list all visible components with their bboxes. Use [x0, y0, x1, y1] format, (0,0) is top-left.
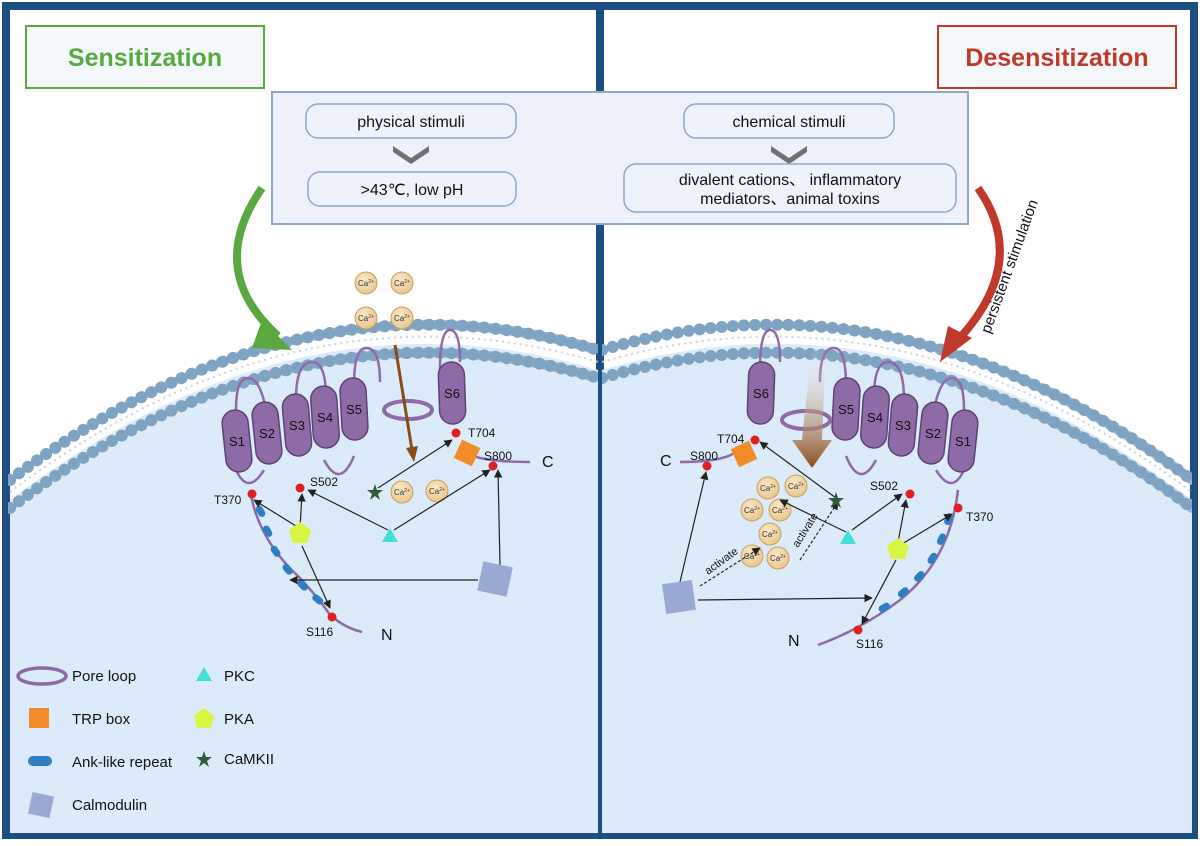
svg-text:Ca2+: Ca2+ [429, 487, 445, 496]
left-channel: S1 S2 S3 S4 S5 S6 Ca2+ Ca2+ Ca2+ Ca2+ Ca… [214, 271, 554, 644]
calmodulin-icon [477, 561, 513, 597]
ank-repeat-icon [28, 756, 52, 766]
svg-text:Ca2+: Ca2+ [772, 506, 788, 515]
pka-icon [887, 538, 909, 559]
svg-text:Ca2+: Ca2+ [394, 488, 410, 497]
segment-label: S1 [229, 434, 245, 449]
physical-stimuli-detail: >43℃, low pH [361, 182, 464, 199]
svg-text:Ca2+: Ca2+ [760, 484, 776, 493]
legend-camkii: CaMKII [224, 751, 274, 768]
ion-influx-arrow [393, 344, 414, 451]
sensitization-title-box: Sensitization [25, 25, 265, 89]
desensitization-title: Desensitization [965, 44, 1148, 72]
pka-icon [194, 708, 214, 728]
segment-label: S3 [895, 418, 911, 433]
chevron-down-icon [771, 146, 807, 164]
camkii-icon [367, 484, 383, 500]
chevron-down-icon [393, 146, 429, 164]
c-terminus-label: C [542, 454, 554, 471]
site-label: S502 [870, 479, 898, 493]
chemical-detail-line2: mediators、animal toxins [700, 191, 880, 208]
pka-icon [289, 522, 311, 543]
legend: Pore loop TRP box Ank-like repeat Calmod… [16, 666, 274, 819]
site-label: S800 [484, 449, 512, 463]
site-label: T370 [966, 510, 994, 524]
pore-loop-icon [16, 666, 68, 686]
calcium-ions: Ca2+ Ca2+ Ca2+ Ca2+ Ca2+ Ca2+ Ca2+ [740, 474, 808, 570]
pkc-icon [196, 667, 212, 681]
sensitization-title: Sensitization [68, 44, 222, 72]
segment-label: S2 [925, 426, 941, 441]
camkii-icon [828, 492, 844, 508]
pkc-icon [840, 530, 856, 544]
segment-label: S3 [289, 418, 305, 433]
site-label: S116 [856, 637, 883, 651]
legend-pka: PKA [224, 711, 254, 728]
svg-text:Ca2+: Ca2+ [358, 279, 374, 288]
segment-label: S6 [444, 386, 460, 401]
svg-text:Ca2+: Ca2+ [358, 314, 374, 323]
segment-label: S4 [317, 410, 333, 425]
svg-text:Ca2+: Ca2+ [394, 279, 410, 288]
svg-text:Ca2+: Ca2+ [770, 554, 786, 563]
legend-pkc: PKC [224, 668, 255, 685]
legend-calmodulin: Calmodulin [72, 797, 147, 814]
segment-label: S2 [259, 426, 275, 441]
center-divider [596, 6, 604, 835]
svg-text:Ca2+: Ca2+ [762, 530, 778, 539]
site-label: S800 [690, 449, 718, 463]
site-label: T370 [214, 493, 242, 507]
pkc-icon [382, 528, 398, 542]
red-curved-arrow [940, 185, 1004, 362]
segment-label: S1 [955, 434, 971, 449]
physical-stimuli-label: physical stimuli [357, 114, 465, 131]
desensitization-title-box: Desensitization [937, 25, 1177, 89]
chemical-stimuli-label: chemical stimuli [733, 114, 846, 131]
green-curved-arrow [233, 185, 292, 350]
trp-box-icon [730, 440, 758, 468]
camkii-icon [196, 751, 212, 767]
stimuli-box: physical stimuli >43℃, low pH chemical s… [271, 91, 969, 225]
segment-label: S5 [838, 402, 854, 417]
n-terminus-label: N [788, 633, 800, 650]
calcium-ions: Ca2+ Ca2+ Ca2+ Ca2+ Ca2+ Ca2+ [354, 271, 449, 504]
segment-label: S4 [867, 410, 883, 425]
segment-label: S5 [346, 402, 362, 417]
segment-label: S6 [753, 386, 769, 401]
c-terminus-label: C [660, 453, 672, 470]
calmodulin-icon [662, 580, 696, 614]
site-label: T704 [717, 432, 745, 446]
legend-trp-box: TRP box [72, 711, 131, 728]
site-label: T704 [468, 426, 496, 440]
trp-box-icon [453, 439, 481, 467]
legend-ank-repeat: Ank-like repeat [72, 754, 173, 771]
svg-text:Ca2+: Ca2+ [394, 314, 410, 323]
site-label: S502 [310, 475, 338, 489]
site-label: S116 [306, 625, 333, 639]
svg-text:Ca2+: Ca2+ [788, 482, 804, 491]
chemical-detail-line1: divalent cations、 inflammatory [679, 172, 901, 189]
svg-text:Ca2+: Ca2+ [744, 506, 760, 515]
ion-influx-arrow [792, 345, 832, 468]
calmodulin-icon [27, 791, 55, 819]
legend-pore-loop: Pore loop [72, 668, 136, 685]
trp-box-icon [29, 708, 49, 728]
right-channel: S1 S2 S3 S4 S5 S6 Ca2+ Ca2+ Ca2+ Ca2+ Ca… [660, 328, 994, 651]
n-terminus-label: N [381, 627, 393, 644]
